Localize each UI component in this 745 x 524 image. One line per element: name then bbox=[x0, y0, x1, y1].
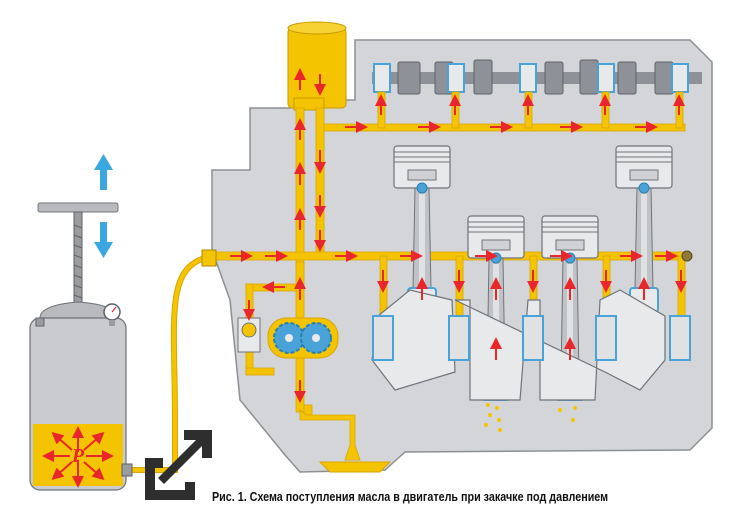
gallery-plug bbox=[681, 250, 693, 262]
arrow-out-icon bbox=[145, 430, 212, 500]
oil-pump bbox=[267, 317, 339, 359]
oil-flow-arrows bbox=[230, 68, 687, 403]
oil-strainer bbox=[318, 461, 392, 473]
pressure-logo-letter: P bbox=[71, 445, 85, 467]
oil-drips bbox=[484, 403, 577, 432]
arrow-up-icon bbox=[94, 154, 113, 190]
relief-valve bbox=[237, 317, 261, 353]
pressure-tank bbox=[29, 202, 133, 491]
oil-filler-cap bbox=[287, 21, 347, 111]
pressure-logo-icon bbox=[42, 426, 114, 488]
crankshaft bbox=[371, 289, 691, 401]
figure-caption: Рис. 1. Схема поступления масла в двигат… bbox=[212, 490, 609, 504]
fill-hose bbox=[128, 249, 217, 473]
gauge-icon bbox=[103, 303, 121, 326]
camshaft bbox=[372, 59, 702, 95]
arrow-down-icon bbox=[94, 222, 113, 258]
